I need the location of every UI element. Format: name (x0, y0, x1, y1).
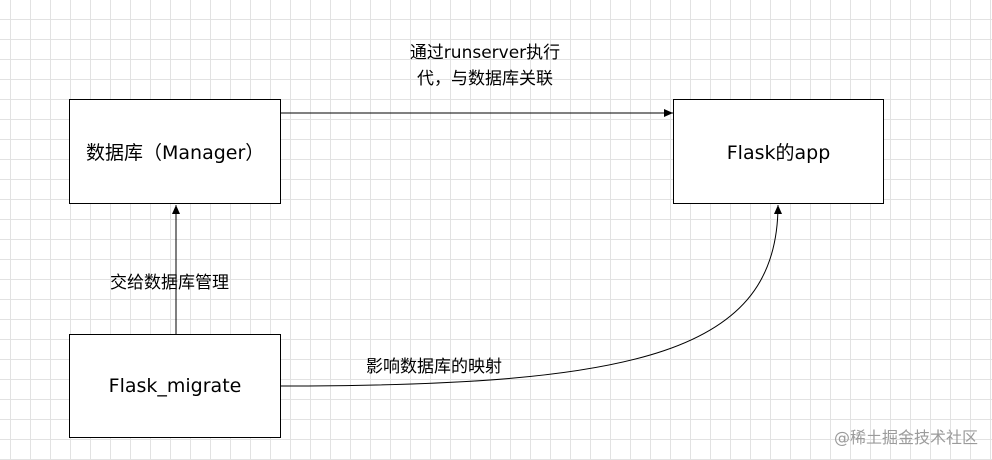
edge-label-handover: 交给数据库管理 (110, 273, 229, 293)
edge-label-runserver-line1: 通过runserver执行 (409, 43, 561, 63)
flask-app-node-label: Flask的app (726, 142, 831, 164)
watermark-text: @稀土掘金技术社区 (833, 428, 978, 447)
flask-app-node[interactable]: Flask的app (673, 99, 884, 204)
edge-label-mapping: 影响数据库的映射 (366, 357, 502, 377)
arrow-migrate-to-app[interactable] (280, 204, 782, 387)
edge-label-runserver: 通过runserver执行 代，与数据库关联 (380, 40, 590, 92)
flask-migrate-node-label: Flask_migrate (108, 375, 242, 397)
database-node[interactable]: 数据库（Manager） (69, 99, 281, 204)
flask-migrate-node[interactable]: Flask_migrate (69, 334, 281, 438)
edge-label-runserver-line2: 代，与数据库关联 (417, 69, 553, 89)
database-node-label: 数据库（Manager） (86, 142, 265, 164)
